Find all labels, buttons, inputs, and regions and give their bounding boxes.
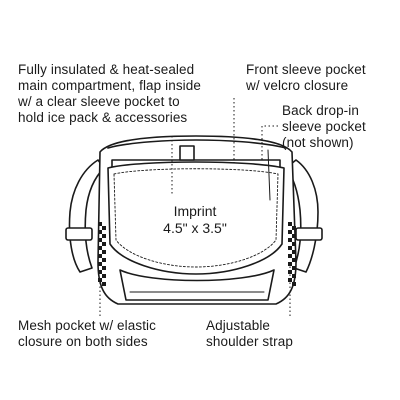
velcro-tab — [179, 145, 195, 161]
left-buckle — [65, 227, 93, 241]
callout-line: Front sleeve pocket — [246, 62, 366, 77]
flap-stitching — [113, 168, 279, 268]
callout-line: Back drop-in — [282, 103, 359, 118]
front-flap — [107, 161, 285, 275]
callout-line: closure on both sides — [18, 334, 148, 349]
callout-line: hold ice pack & accessories — [18, 110, 188, 125]
callout-mesh-pocket: Mesh pocket w/ elastic closure on both s… — [18, 318, 156, 350]
callout-shoulder-strap: Adjustable shoulder strap — [206, 318, 293, 350]
leader-back-dropin — [261, 125, 278, 160]
callout-line: (not shown) — [282, 135, 354, 150]
callout-insulated-compartment: Fully insulated & heat-sealed main compa… — [18, 62, 201, 126]
back-panel-edge — [107, 139, 287, 149]
imprint-title: Imprint — [173, 203, 217, 219]
callout-line: sleeve pocket — [282, 119, 366, 134]
callout-back-dropin-pocket: Back drop-in sleeve pocket (not shown) — [282, 103, 366, 151]
callout-front-sleeve-pocket: Front sleeve pocket w/ velcro closure — [246, 62, 366, 94]
left-strap — [68, 159, 105, 273]
callout-line: Adjustable — [206, 318, 271, 333]
callout-line: shoulder strap — [206, 334, 293, 349]
imprint-size: 4.5" x 3.5" — [163, 220, 227, 236]
callout-line: w/ a clear sleeve pocket to — [18, 94, 180, 109]
side-zipper — [267, 149, 271, 201]
left-mesh-pocket — [98, 222, 106, 286]
callout-line: Fully insulated & heat-sealed — [18, 62, 195, 77]
callout-line: main compartment, flap inside — [18, 78, 201, 93]
imprint-area: Imprint 4.5" x 3.5" — [140, 203, 250, 237]
callout-line: Mesh pocket w/ elastic — [18, 318, 157, 333]
callout-line: w/ velcro closure — [246, 78, 349, 93]
right-buckle — [295, 227, 323, 241]
